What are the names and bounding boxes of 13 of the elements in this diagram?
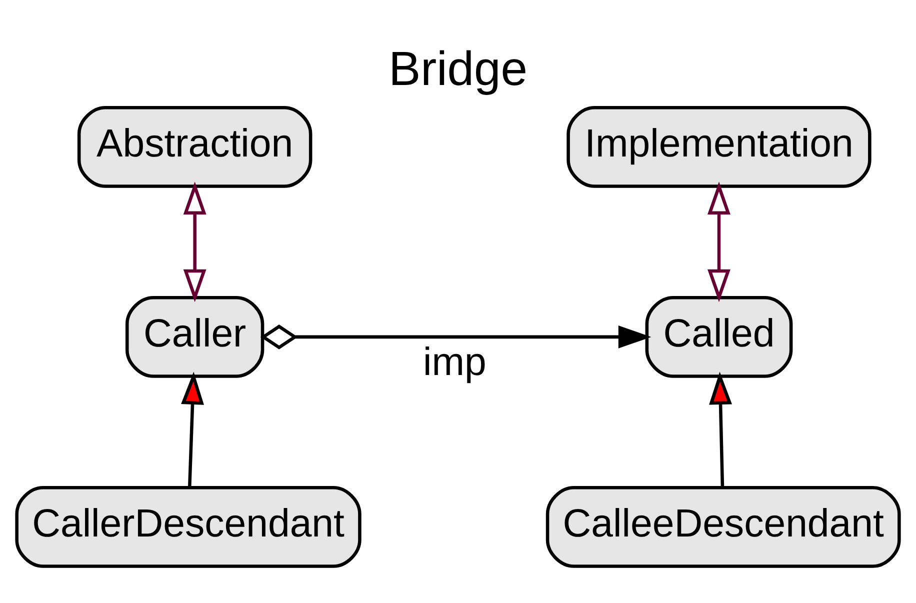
edge-label: imp <box>423 339 486 384</box>
arrow <box>181 371 204 487</box>
arrow <box>260 324 652 349</box>
node-box: Abstraction <box>77 105 312 188</box>
arrow <box>183 181 206 302</box>
arrow <box>709 371 732 487</box>
node-box: Called <box>645 296 793 378</box>
node-box: CalleeDescendant <box>546 486 901 568</box>
diagram-title: Bridge <box>388 42 528 96</box>
arrow <box>708 181 730 302</box>
node-box: CallerDescendant <box>15 486 362 568</box>
node-box: Caller <box>125 296 264 378</box>
node-box: Implementation <box>566 105 872 188</box>
